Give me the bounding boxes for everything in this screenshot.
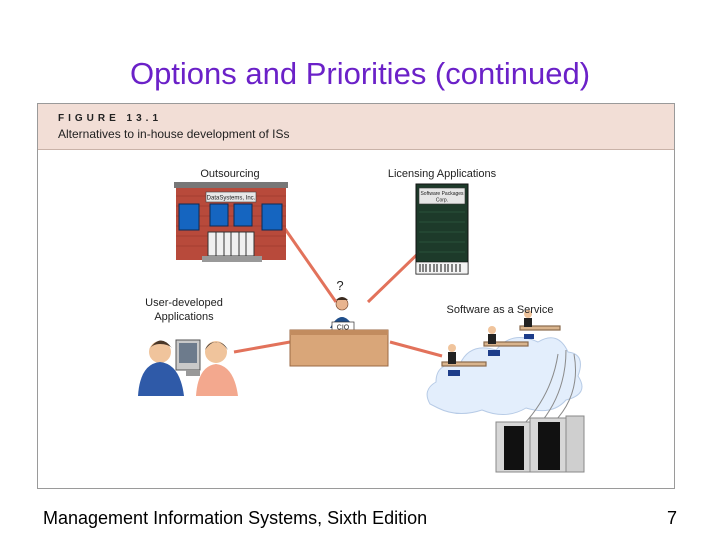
- licensing-sign-line2: Corp.: [436, 198, 448, 204]
- cio-desk: ? CIO: [289, 278, 389, 367]
- licensing-label: Licensing Applications: [388, 168, 497, 180]
- user-developed-label-line2: Applications: [154, 311, 214, 323]
- page-number: 7: [666, 508, 677, 528]
- user-developed-figure: [138, 339, 238, 396]
- figure-diagram: DataSystems, Inc. Outsourcing Software P…: [138, 168, 585, 473]
- connector-saas: [389, 340, 443, 358]
- footer-text: Management Information Systems, Sixth Ed…: [43, 508, 428, 528]
- outsourcing-building: DataSystems, Inc.: [174, 182, 288, 262]
- server-racks: [495, 415, 585, 473]
- licensing-box: Software Packages Corp.: [415, 183, 469, 275]
- figure-number: FIGURE 13.1: [58, 113, 163, 124]
- outsourcing-label: Outsourcing: [200, 168, 259, 180]
- user-developed-label-line1: User-developed: [145, 297, 223, 309]
- connector-user-developed: [233, 340, 291, 354]
- slide-title: Options and Priorities (continued): [129, 56, 591, 91]
- figure-frame: FIGURE 13.1 Alternatives to in-house dev…: [37, 103, 675, 489]
- figure-header: FIGURE 13.1 Alternatives to in-house dev…: [38, 104, 674, 150]
- cio-question: ?: [336, 278, 343, 293]
- saas-cloud: [426, 310, 583, 415]
- cio-badge: CIO: [337, 325, 350, 332]
- saas-label: Software as a Service: [447, 304, 554, 316]
- figure-caption: Alternatives to in-house development of …: [58, 127, 290, 141]
- outsourcing-sign: DataSystems, Inc.: [207, 196, 256, 202]
- connector-outsourcing: [281, 225, 338, 303]
- licensing-sign-line1: Software Packages: [420, 191, 464, 197]
